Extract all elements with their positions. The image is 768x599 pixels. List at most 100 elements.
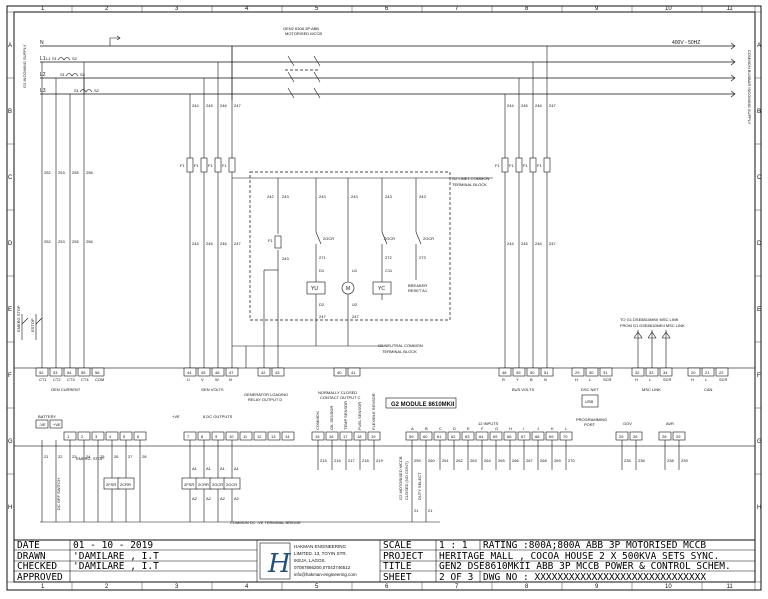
msc-link-label: MSC LINK bbox=[642, 387, 661, 392]
wire-label: 245 bbox=[521, 241, 528, 246]
wire-label: 273 bbox=[419, 255, 426, 260]
wire-label: 23 bbox=[72, 454, 77, 459]
gen-volts-label: GEN VOLTS bbox=[201, 387, 224, 392]
bus-voltage-taps bbox=[501, 46, 551, 368]
dc-outputs-label: 8 DC OUTPUTS bbox=[203, 414, 233, 419]
row-label: H bbox=[757, 505, 761, 511]
terminal-number: +VE bbox=[53, 422, 61, 427]
terminal-number: 67 bbox=[521, 434, 526, 439]
fuse-label: F1 bbox=[537, 163, 542, 168]
terminal-function: L bbox=[705, 377, 708, 382]
terminal-number: 25 bbox=[619, 434, 624, 439]
rating-value: RATING :800A;800A ABB 3P MOTORISED MCCB bbox=[483, 540, 706, 551]
dc-off-switch-label: DC OFF SWITCH bbox=[56, 478, 61, 510]
row-label: B bbox=[757, 109, 761, 115]
terminal-number: 54 bbox=[67, 370, 72, 375]
fuse-label: F1 bbox=[495, 163, 500, 168]
terminal-box bbox=[281, 431, 295, 441]
phase-label-l2: L2 bbox=[40, 72, 46, 78]
wire-label: 256 bbox=[86, 170, 93, 175]
terminal-function: SCR bbox=[719, 377, 728, 382]
company-logo: H bbox=[267, 549, 292, 579]
terminal-box bbox=[701, 367, 715, 377]
fuse-label: F1 bbox=[222, 163, 227, 168]
column-label: 3 bbox=[175, 6, 179, 12]
title-block bbox=[13, 539, 756, 583]
row-label: C bbox=[757, 175, 762, 181]
terminal-number: 59 bbox=[409, 434, 414, 439]
wire-label: 267 bbox=[526, 458, 533, 463]
terminal-box bbox=[35, 419, 49, 429]
terminal-number: 55 bbox=[81, 370, 86, 375]
input-letter: J bbox=[537, 426, 539, 431]
terminal-number: 43 bbox=[275, 370, 280, 375]
terminal-function: N bbox=[544, 377, 547, 382]
terminal-number: 10 bbox=[229, 434, 234, 439]
wire-label: 247 bbox=[234, 241, 241, 246]
gen-current-label: GEN CURRENT bbox=[51, 387, 81, 392]
terminal-box bbox=[253, 431, 267, 441]
terminal-box bbox=[77, 367, 91, 377]
row-label: H bbox=[8, 505, 12, 511]
terminal-number: 53 bbox=[53, 370, 58, 375]
terminal-number: 28 bbox=[662, 434, 667, 439]
programming-label: PROGRAMMING bbox=[576, 417, 607, 422]
sensor-label: OIL SENSOR bbox=[329, 406, 334, 430]
wire-label: 244 bbox=[507, 241, 514, 246]
closing-coil-yc: YC bbox=[378, 286, 385, 292]
row-label: E bbox=[757, 307, 761, 313]
wire-label: 263 bbox=[470, 458, 477, 463]
g2-closed-label-1: G2 MOTORISED MCCB bbox=[398, 456, 403, 500]
relay-label: 2FSR bbox=[106, 482, 116, 487]
wire-label: 235 bbox=[624, 458, 631, 463]
wire-label: 245 bbox=[206, 241, 213, 246]
wire-label: 245 bbox=[521, 103, 528, 108]
coil-terminal: A1 bbox=[220, 466, 226, 471]
input-letter: G bbox=[495, 426, 498, 431]
terminal-number: 41 bbox=[351, 370, 356, 375]
terminal-function: B bbox=[530, 377, 533, 382]
coil-terminal: A1 bbox=[192, 466, 198, 471]
terminal-number: 6 bbox=[137, 434, 140, 439]
wire-label: 218 bbox=[362, 458, 369, 463]
fuse-label: F1 bbox=[523, 163, 528, 168]
sensor-label: FLEXIBLE SENSOR bbox=[371, 393, 376, 430]
line1-terminal-label: TERMINAL BLOCK bbox=[452, 182, 487, 187]
row-label: D bbox=[757, 241, 762, 247]
msc-note-2: FROM G1 DSE8610MKII MSC LINK bbox=[620, 323, 685, 328]
svg-text:S1: S1 bbox=[74, 88, 80, 93]
input-letter: K bbox=[551, 426, 554, 431]
checked-label: CHECKED bbox=[17, 561, 57, 572]
relay-label: 2GCR bbox=[226, 482, 237, 487]
date-value: 01 - 10 - 2019 bbox=[73, 540, 153, 551]
relay-label: 2CRR bbox=[120, 482, 131, 487]
can-label: CAN bbox=[704, 387, 713, 392]
wire-label: 272 bbox=[385, 255, 392, 260]
sensor-label: COMMON bbox=[315, 411, 320, 430]
terminal-box bbox=[257, 367, 271, 377]
current-transformers: L1 S1 S2 S1 S2 S1 S2 bbox=[46, 56, 100, 93]
terminal-box bbox=[49, 367, 63, 377]
wire-label: 255 bbox=[72, 239, 79, 244]
terminal-box bbox=[119, 431, 133, 441]
breaker-reset-label: BREAKER bbox=[408, 283, 427, 288]
wire-label: 265 bbox=[498, 458, 505, 463]
column-label: 10 bbox=[665, 6, 672, 12]
wire-label: 269 bbox=[554, 458, 561, 463]
terminal-number: 7 bbox=[187, 434, 190, 439]
terminal-number: 33 bbox=[649, 370, 654, 375]
usb-label: USB bbox=[585, 399, 594, 404]
usb-port[interactable] bbox=[581, 394, 599, 408]
phase-label-l3: L3 bbox=[40, 88, 46, 94]
column-label: 4 bbox=[245, 6, 249, 12]
wire-label: 216 bbox=[334, 458, 341, 463]
dsc-net-label: DSC NET bbox=[581, 387, 599, 392]
terminal-number: 69 bbox=[549, 434, 554, 439]
terminal-box bbox=[498, 367, 512, 377]
input-letter: E bbox=[467, 426, 470, 431]
terminal-number: 8 bbox=[201, 434, 204, 439]
terminal-box bbox=[63, 367, 77, 377]
title-value: GEN2 DSE8610MKII ABB 3P MCCB POWER & CON… bbox=[439, 561, 731, 572]
